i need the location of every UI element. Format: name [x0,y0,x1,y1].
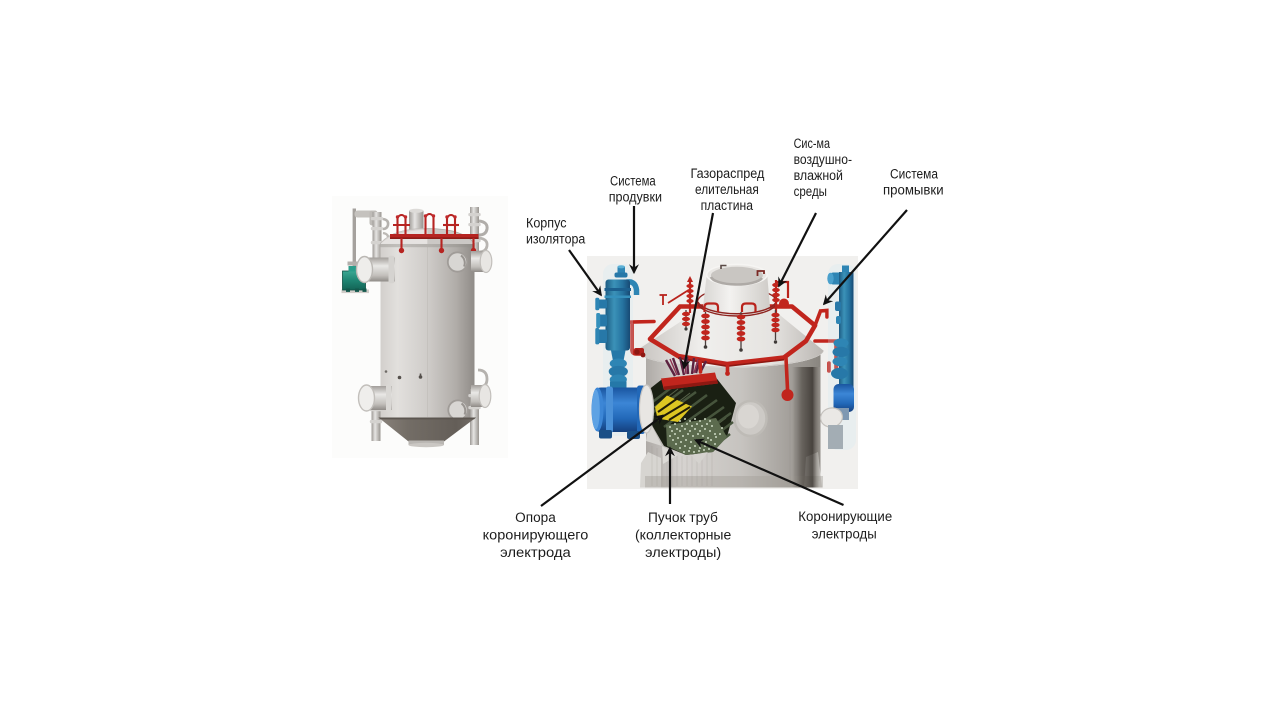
svg-text:среды: среды [794,184,827,199]
svg-text:Сис-ма: Сис-ма [794,136,831,151]
svg-text:елительная: елительная [695,182,759,197]
svg-text:электроды): электроды) [645,545,721,560]
svg-text:(коллекторные: (коллекторные [635,528,731,543]
svg-text:Коронирующие: Коронирующие [798,509,892,524]
svg-text:Газораспред: Газораспред [691,166,765,181]
svg-text:продувки: продувки [609,190,662,205]
svg-text:изолятора: изолятора [526,232,586,247]
svg-text:воздушно-: воздушно- [794,152,852,167]
svg-text:Система: Система [890,167,938,182]
svg-text:влажной: влажной [794,168,843,183]
svg-text:пластина: пластина [701,198,754,213]
svg-text:Система: Система [610,174,656,189]
svg-text:электроды: электроды [812,527,877,542]
svg-text:Корпус: Корпус [526,216,567,231]
svg-text:Опора: Опора [515,510,556,525]
svg-text:Пучок труб: Пучок труб [648,510,718,525]
svg-text:промывки: промывки [883,183,944,198]
svg-text:электрода: электрода [500,545,571,560]
svg-text:коронирующего: коронирующего [483,528,589,543]
